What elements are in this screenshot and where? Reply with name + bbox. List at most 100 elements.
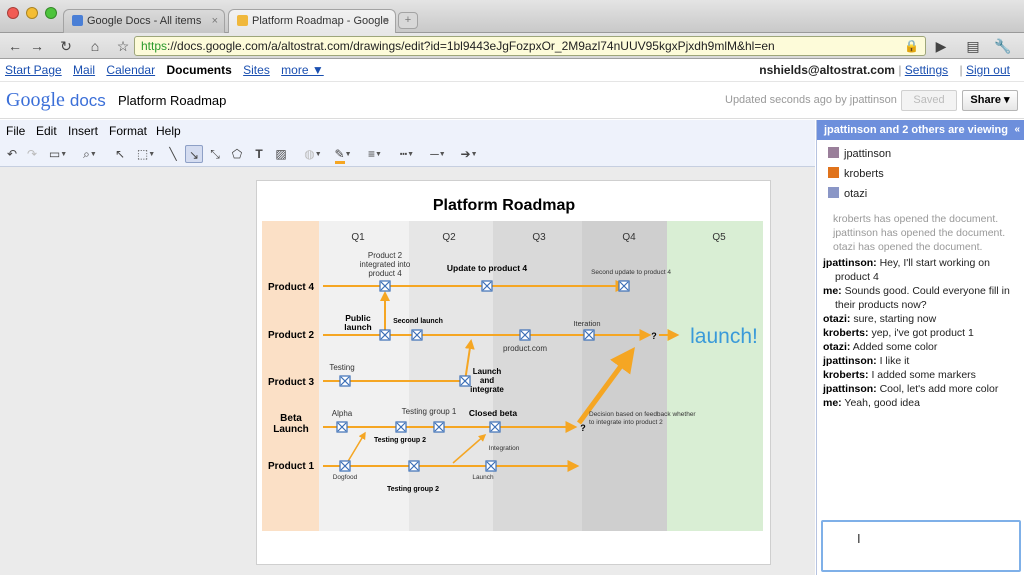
menu-edit[interactable]: Edit	[36, 124, 57, 138]
activity-item: kroberts has opened the document.	[833, 213, 999, 225]
arrow-launch-integrate[interactable]	[464, 339, 475, 382]
menu-help[interactable]: Help	[156, 124, 181, 138]
line-dash-icon[interactable]: ┅▼	[399, 147, 415, 161]
milestone-marker[interactable]	[339, 460, 351, 472]
chat-message: me: Yeah, good idea	[823, 396, 1020, 410]
label-launch-bang: launch!	[690, 325, 758, 348]
home-icon[interactable]: ⌂	[90, 38, 100, 54]
arrow-tool-icon[interactable]: ↘	[185, 145, 203, 163]
page-menu-icon[interactable]: ▤	[966, 38, 980, 54]
tab-close-icon[interactable]: ×	[211, 15, 218, 27]
lock-icon: 🔒	[904, 39, 919, 53]
arrow-decision[interactable]	[576, 346, 635, 425]
menu-format[interactable]: Format	[109, 124, 148, 138]
chat-message: me: Sounds good. Could everyone fill in …	[823, 284, 1020, 312]
viewer-color-swatch	[828, 147, 839, 158]
wrench-icon[interactable]: 🔧	[994, 38, 1012, 54]
zoom-icon[interactable]: ⌕▼	[83, 147, 97, 161]
menu-file[interactable]: File	[6, 124, 26, 138]
link-start-page[interactable]: Start Page	[5, 63, 62, 77]
drawing-page[interactable]: Platform Roadmap Q1 Q2 Q3 Q4 Q5 Product …	[256, 180, 771, 565]
reload-icon[interactable]: ↻	[60, 38, 72, 54]
shape-select-icon[interactable]: ⬚▼	[136, 147, 156, 161]
shape-tool-icon[interactable]: ⬠	[231, 147, 243, 161]
link-settings[interactable]: Settings	[904, 63, 949, 77]
milestone-marker[interactable]	[481, 280, 493, 292]
tab-platform-roadmap[interactable]: Platform Roadmap - Google ×	[228, 9, 396, 33]
milestone-marker[interactable]	[395, 421, 407, 433]
saved-button[interactable]: Saved	[901, 90, 957, 111]
row-label-product-1: Product 1	[268, 461, 315, 472]
bookmark-star-icon[interactable]: ☆	[116, 38, 130, 54]
line-icon[interactable]: ╲	[169, 147, 177, 161]
chat-input[interactable]	[821, 520, 1021, 572]
milestone-marker[interactable]	[519, 329, 531, 341]
url-scheme: https	[141, 39, 168, 53]
menu-insert[interactable]: Insert	[68, 124, 99, 138]
milestone-marker[interactable]	[459, 375, 471, 387]
fill-color-icon[interactable]: ◍▼	[304, 147, 322, 161]
zoom-window-button[interactable]	[45, 7, 57, 19]
label-band	[262, 221, 319, 531]
minimize-window-button[interactable]	[26, 7, 38, 19]
close-window-button[interactable]	[7, 7, 19, 19]
milestone-marker[interactable]	[336, 421, 348, 433]
milestone-marker[interactable]	[408, 460, 420, 472]
new-tab-button[interactable]: +	[398, 12, 418, 29]
arrow-dogfood-alpha[interactable]	[346, 431, 366, 464]
milestone-marker[interactable]	[485, 460, 497, 472]
polyline-icon[interactable]: ⤡	[210, 147, 220, 161]
milestone-marker[interactable]	[411, 329, 423, 341]
text-box-icon[interactable]: T	[255, 147, 263, 161]
label-testing-group-2-top: Testing group 2	[374, 437, 426, 444]
milestone-marker[interactable]	[379, 329, 391, 341]
roadmap-drawing[interactable]: Platform Roadmap Q1 Q2 Q3 Q4 Q5 Product …	[257, 181, 772, 566]
viewer-item[interactable]: otazi	[817, 184, 1024, 204]
chat-text: Cool, let's add more color	[879, 383, 999, 395]
milestone-marker[interactable]	[379, 280, 391, 292]
link-more[interactable]: more ▼	[281, 63, 324, 77]
logo-google: Google	[6, 89, 65, 111]
link-mail[interactable]: Mail	[73, 63, 96, 77]
share-button[interactable]: Share ▾	[962, 90, 1018, 111]
link-sign-out[interactable]: Sign out	[965, 63, 1010, 77]
line-color-icon[interactable]: ✎▼	[330, 145, 356, 164]
viewer-name: kroberts	[844, 168, 884, 180]
undo-icon[interactable]: ↶	[6, 147, 18, 161]
milestone-marker[interactable]	[433, 421, 445, 433]
line-end-icon[interactable]: ➔▼	[460, 147, 478, 161]
link-calendar[interactable]: Calendar	[106, 63, 156, 77]
line-weight-icon[interactable]: ≡▼	[368, 147, 382, 161]
viewer-item[interactable]: jpattinson	[817, 144, 1024, 164]
chat-message: otazi: sure, starting now	[823, 312, 1020, 326]
link-sites[interactable]: Sites	[243, 63, 270, 77]
milestone-marker[interactable]	[583, 329, 595, 341]
tab-close-icon[interactable]: ×	[382, 15, 389, 27]
forward-icon[interactable]: →	[30, 38, 44, 54]
chat-message: jpattinson: Hey, I'll start working on p…	[823, 256, 1020, 284]
milestone-marker[interactable]	[618, 280, 630, 292]
google-docs-logo[interactable]: Google docs	[6, 89, 106, 112]
band-q1	[319, 221, 409, 531]
collapse-panel-icon[interactable]: «	[1014, 124, 1020, 135]
select-icon[interactable]: ↖	[114, 147, 126, 161]
viewer-item[interactable]: kroberts	[817, 164, 1024, 184]
line-start-icon[interactable]: ─▼	[430, 147, 446, 161]
back-icon[interactable]: ←	[8, 38, 22, 54]
paint-format-icon[interactable]: ▭▼	[48, 147, 68, 161]
milestone-marker[interactable]	[489, 421, 501, 433]
document-title[interactable]: Platform Roadmap	[118, 93, 227, 108]
milestone-marker[interactable]	[339, 375, 351, 387]
address-bar[interactable]: https://docs.google.com/a/altostrat.com/…	[134, 36, 926, 56]
redo-icon[interactable]: ↷	[26, 147, 38, 161]
arrow-integration[interactable]	[452, 434, 487, 464]
play-icon[interactable]: ▶	[935, 38, 947, 54]
link-documents[interactable]: Documents	[166, 63, 232, 77]
label-question-p2: ?	[651, 331, 657, 341]
canvas-area: Platform Roadmap Q1 Q2 Q3 Q4 Q5 Product …	[0, 167, 815, 575]
tab-all-items[interactable]: Google Docs - All items ×	[63, 9, 225, 33]
label-testing: Testing	[329, 363, 354, 372]
image-icon[interactable]: ▨	[275, 147, 287, 161]
row-label-line: Beta	[280, 413, 302, 424]
